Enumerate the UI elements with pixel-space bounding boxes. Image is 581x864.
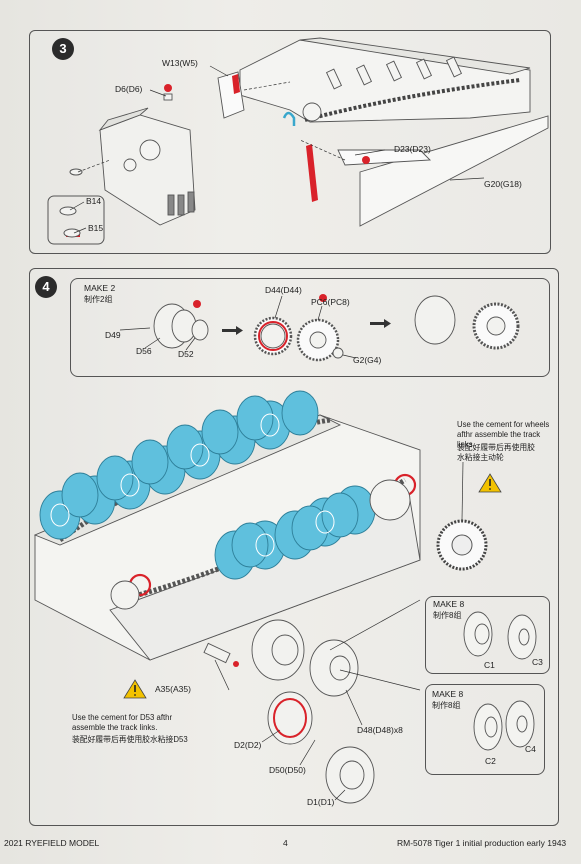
label-d23: D23(D23) xyxy=(394,144,431,154)
label-a35: A35(A35) xyxy=(155,684,191,694)
label-d1: D1(D1) xyxy=(307,797,335,807)
label-d52: D52 xyxy=(178,349,194,359)
label-d48: D48(D48)x8 xyxy=(357,725,403,735)
make-2-title: MAKE 2 xyxy=(84,283,116,293)
label-d49: D49 xyxy=(105,330,121,340)
label-b15: B15 xyxy=(88,223,104,233)
label-d50: D50(D50) xyxy=(269,765,306,775)
label-d56: D56 xyxy=(136,346,152,356)
note-left-cn: 装配好履带后再使用胶水粘接D53 xyxy=(72,735,188,744)
label-c3: C3 xyxy=(532,657,543,667)
label-g20: G20(G18) xyxy=(484,179,522,189)
footer-copyright: 2021 RYEFIELD MODEL xyxy=(4,838,100,848)
make-8-title-cn-a: 制作8组 xyxy=(433,611,462,620)
label-pc6: PC6(PC8) xyxy=(311,297,350,307)
footer-product: RM-5078 Tiger 1 initial production early… xyxy=(397,838,567,848)
note-right-en: Use the cement for wheels afthr assemble… xyxy=(457,420,550,449)
make-2-title-cn: 制作2组 xyxy=(84,295,113,304)
make-8-subpanel-c1-c3 xyxy=(425,596,550,674)
make-8-title-cn-b: 制作8组 xyxy=(432,701,461,710)
label-c4: C4 xyxy=(525,744,536,754)
make-8-title-a: MAKE 8 xyxy=(433,599,465,609)
label-d44: D44(D44) xyxy=(265,285,302,295)
label-b14: B14 xyxy=(86,196,102,206)
make-2-subpanel xyxy=(70,278,550,377)
step-3-badge: 3 xyxy=(52,38,74,60)
make-8-title-b: MAKE 8 xyxy=(432,689,464,699)
step-4-badge: 4 xyxy=(35,276,57,298)
label-c2: C2 xyxy=(485,756,496,766)
note-left-en: Use the cement for D53 afthr assemble th… xyxy=(72,713,173,732)
make-8-subpanel-c2-c4 xyxy=(425,684,545,775)
label-g2: G2(G4) xyxy=(353,355,382,365)
label-d6: D6(D6) xyxy=(115,84,143,94)
footer-page-number: 4 xyxy=(283,838,288,848)
label-c1: C1 xyxy=(484,660,495,670)
label-d2: D2(D2) xyxy=(234,740,262,750)
note-right-cn: 装配好履带后再使用胶水粘接主动轮 xyxy=(457,443,535,462)
label-w13: W13(W5) xyxy=(162,58,198,68)
